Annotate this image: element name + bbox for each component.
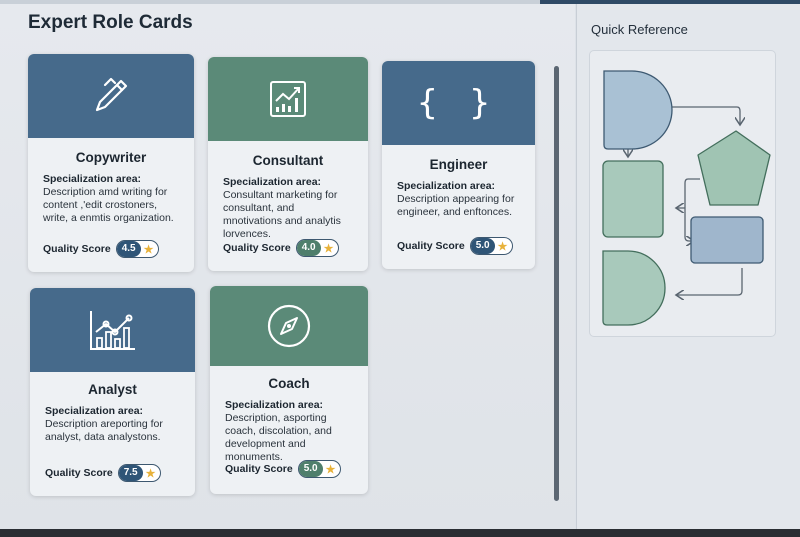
shape-rect-green bbox=[602, 160, 664, 238]
card-title: Consultant bbox=[252, 153, 324, 168]
analytics-icon bbox=[89, 311, 135, 350]
flowchart-graphic bbox=[602, 70, 771, 326]
card-title: Analyst bbox=[88, 382, 137, 397]
quality-score-label: Quality Score bbox=[45, 467, 113, 479]
specialization-label: Specialization area: bbox=[223, 176, 322, 188]
specialization-label: Specialization area: bbox=[43, 173, 142, 185]
score-value: 5.0 bbox=[470, 238, 495, 254]
quality-score: Quality Score 5.0★ bbox=[225, 460, 342, 478]
score-badge: 7.5★ bbox=[117, 464, 162, 482]
compass-icon bbox=[267, 304, 311, 348]
star-icon: ★ bbox=[143, 243, 154, 256]
card-header bbox=[210, 286, 368, 366]
card-title: Coach bbox=[268, 376, 310, 391]
star-icon: ★ bbox=[497, 240, 508, 253]
scrollbar[interactable] bbox=[554, 66, 559, 501]
specialization-label: Specialization area: bbox=[397, 180, 496, 192]
role-card-copywriter[interactable]: Copywriter Specialization area: Descript… bbox=[28, 54, 194, 272]
score-value: 5.0 bbox=[298, 461, 323, 477]
pen-icon bbox=[95, 77, 128, 112]
quality-score: Quality Score 5.0★ bbox=[397, 237, 514, 255]
card-header bbox=[30, 288, 195, 372]
quality-score-label: Quality Score bbox=[223, 242, 291, 254]
card-header bbox=[208, 57, 368, 141]
score-badge: 5.0★ bbox=[297, 460, 342, 478]
screen-bezel bbox=[0, 529, 800, 537]
quality-score-label: Quality Score bbox=[397, 240, 465, 252]
score-badge: 4.5★ bbox=[115, 240, 160, 258]
role-card-coach[interactable]: Coach Specialization area: Description, … bbox=[210, 286, 368, 494]
specialization-description: Description appearing for engineer, and … bbox=[397, 193, 515, 218]
shape-pentagon bbox=[697, 130, 771, 206]
specialization-label: Specialization area: bbox=[45, 405, 144, 417]
quality-score-label: Quality Score bbox=[225, 463, 293, 475]
card-header bbox=[28, 54, 194, 138]
shape-half-circle-blue bbox=[603, 70, 673, 150]
star-icon: ★ bbox=[323, 242, 334, 255]
quality-score: Quality Score 4.0★ bbox=[223, 239, 340, 257]
quality-score: Quality Score 4.5★ bbox=[43, 240, 160, 258]
flow-diagram bbox=[589, 50, 776, 337]
specialization-description: Consultant marketing for consultant, and… bbox=[223, 189, 341, 240]
card-title: Engineer bbox=[429, 157, 488, 172]
quality-score: Quality Score 7.5★ bbox=[45, 464, 162, 482]
top-bar bbox=[0, 0, 800, 4]
star-icon: ★ bbox=[325, 463, 336, 476]
score-value: 4.0 bbox=[296, 240, 321, 256]
card-title: Copywriter bbox=[75, 150, 147, 165]
role-card-analyst[interactable]: Analyst Specialization area: Description… bbox=[30, 288, 195, 496]
star-icon: ★ bbox=[145, 467, 156, 480]
shape-rect-blue bbox=[690, 216, 764, 264]
score-badge: 4.0★ bbox=[295, 239, 340, 257]
sidebar-title: Quick Reference bbox=[591, 22, 688, 37]
chart-growth-icon bbox=[270, 81, 306, 117]
page-title: Expert Role Cards bbox=[28, 12, 193, 33]
quick-reference-panel: Quick Reference bbox=[576, 4, 800, 529]
role-card-engineer[interactable]: { } Engineer Specialization area: Descri… bbox=[382, 61, 535, 269]
specialization-description: Description amd writing for content ,'ed… bbox=[43, 186, 174, 224]
card-header: { } bbox=[382, 61, 535, 145]
specialization-description: Description areporting for analyst, data… bbox=[45, 418, 163, 443]
specialization-description: Description, asporting coach, discolatio… bbox=[225, 412, 332, 463]
score-value: 4.5 bbox=[116, 241, 141, 257]
score-badge: 5.0★ bbox=[469, 237, 514, 255]
quality-score-label: Quality Score bbox=[43, 243, 111, 255]
shape-half-circle-green bbox=[602, 250, 666, 326]
score-value: 7.5 bbox=[118, 465, 143, 481]
specialization-label: Specialization area: bbox=[225, 399, 324, 411]
role-card-consultant[interactable]: Consultant Specialization area: Consulta… bbox=[208, 57, 368, 271]
code-braces-icon: { } bbox=[416, 83, 501, 123]
